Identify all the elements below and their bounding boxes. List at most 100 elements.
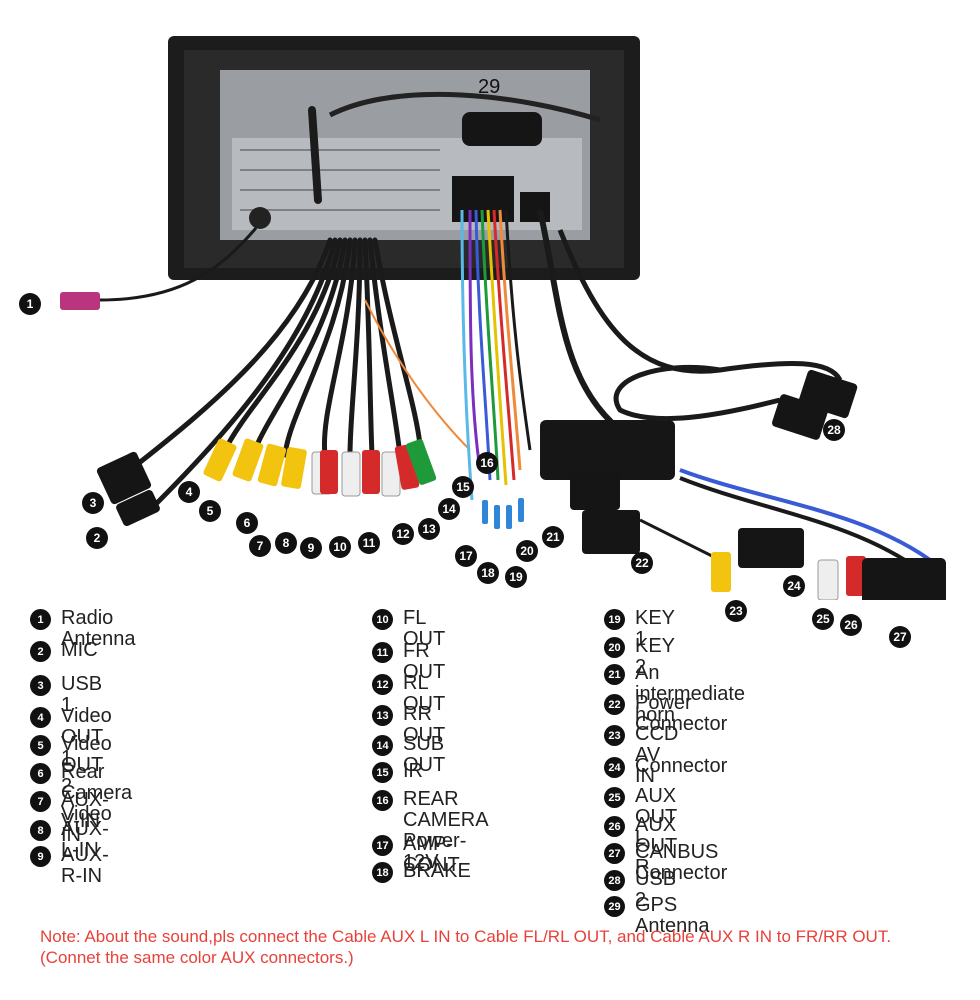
power-cable — [537, 209, 622, 433]
ccd-cable — [639, 518, 721, 562]
legend-label: Video OUT 1 — [61, 705, 112, 769]
usb2-cable-loop — [613, 364, 781, 422]
legend-label: SUB OUT — [403, 733, 446, 776]
legend-label: AUX-R-IN — [61, 844, 109, 887]
legend-number: 2 — [30, 641, 51, 662]
legend-number: 6 — [30, 763, 51, 784]
callout-1: 1 — [19, 293, 41, 315]
callout-13: 13 — [418, 518, 440, 540]
legend-number: 10 — [372, 609, 393, 630]
callout-9: 9 — [300, 537, 322, 559]
legend-number: 20 — [604, 637, 625, 658]
legend-number: 8 — [30, 820, 51, 841]
legend-number: 28 — [604, 870, 625, 891]
legend-item: 6 Rear Camera Video IN — [30, 762, 132, 846]
callout-7: 7 — [249, 535, 271, 557]
wiring-illustration — [60, 36, 946, 616]
legend-item: 13 RR OUT — [372, 704, 445, 746]
legend-number: 25 — [604, 787, 625, 808]
legend-label: CANBUS Connector — [635, 841, 728, 884]
callout-18: 18 — [477, 562, 499, 584]
color-wire-harness — [460, 209, 532, 501]
legend-number: 14 — [372, 735, 393, 756]
chassis-ribs — [240, 149, 440, 211]
usb2-connector-b — [772, 394, 828, 440]
aux-out-l-rca — [817, 559, 839, 601]
callout-4: 4 — [178, 481, 200, 503]
wire-tips — [482, 498, 524, 529]
legend-label: Radio Antenna — [61, 607, 136, 650]
power-connector-b — [582, 510, 640, 554]
callout-25: 25 — [812, 608, 834, 630]
aux-out-r-rca — [846, 556, 866, 596]
canbus-box — [540, 420, 675, 480]
legend-number: 1 — [30, 609, 51, 630]
antenna-socket — [249, 207, 271, 229]
legend-label: BRAKE — [403, 860, 471, 882]
legend-label: KEY 1 — [635, 607, 675, 650]
callout-24: 24 — [783, 575, 805, 597]
legend-number: 22 — [604, 694, 625, 715]
legend-number: 11 — [372, 642, 393, 663]
legend-label: An intermediate horn — [635, 662, 746, 726]
callout-17: 17 — [455, 545, 477, 567]
canbus-wire-black — [679, 476, 922, 572]
legend-number: 21 — [604, 664, 625, 685]
legend-number: 16 — [372, 790, 393, 811]
legend-label: CCD AV IN — [635, 723, 679, 787]
connector-24 — [738, 528, 804, 568]
legend-label: GPS Antenna — [635, 894, 710, 937]
legend-number: 17 — [372, 835, 393, 856]
legend-item: 4 Video OUT 1 — [30, 706, 112, 769]
legend-label: IR — [403, 760, 423, 782]
radio-antenna-cable — [99, 227, 258, 302]
legend-number: 4 — [30, 707, 51, 728]
legend-item: 1 Radio Antenna — [30, 608, 136, 650]
wifi-antenna — [308, 106, 322, 204]
legend-label: Rear Camera Video IN — [61, 761, 133, 846]
gps-antenna-puck — [462, 112, 542, 146]
canbus-socket — [520, 192, 550, 222]
orange-wire — [364, 299, 471, 451]
canbus-connector-27 — [862, 558, 946, 616]
legend-label: USB 1 — [61, 673, 103, 716]
callout-11: 11 — [358, 532, 380, 554]
legend-label: Power Connector — [635, 692, 728, 735]
legend-label: KEY 2 — [635, 635, 675, 678]
callout-19: 19 — [505, 566, 527, 588]
legend-item: 14 SUB OUT — [372, 734, 445, 776]
legend-number: 9 — [30, 846, 51, 867]
legend-label: Connector — [635, 755, 728, 777]
power-connector-a — [570, 470, 620, 510]
callout-12: 12 — [392, 523, 414, 545]
av-cable-bundle — [127, 237, 423, 513]
legend-label: RR OUT — [403, 703, 446, 746]
legend-number: 13 — [372, 705, 393, 726]
usb1-connector — [96, 451, 152, 505]
legend-label: USB 2 — [635, 868, 677, 911]
legend-item: 9 AUX-R-IN — [30, 845, 109, 887]
legend-item: 20 KEY 2 — [604, 636, 675, 678]
callout-15: 15 — [452, 476, 474, 498]
legend-number: 26 — [604, 816, 625, 837]
callout-6: 6 — [236, 512, 258, 534]
legend-label: AUX OUT R — [635, 814, 677, 878]
legend-number: 15 — [372, 762, 393, 783]
callout-28: 28 — [823, 419, 845, 441]
callout-14: 14 — [438, 498, 460, 520]
gps-number-label: 29 — [478, 76, 501, 98]
